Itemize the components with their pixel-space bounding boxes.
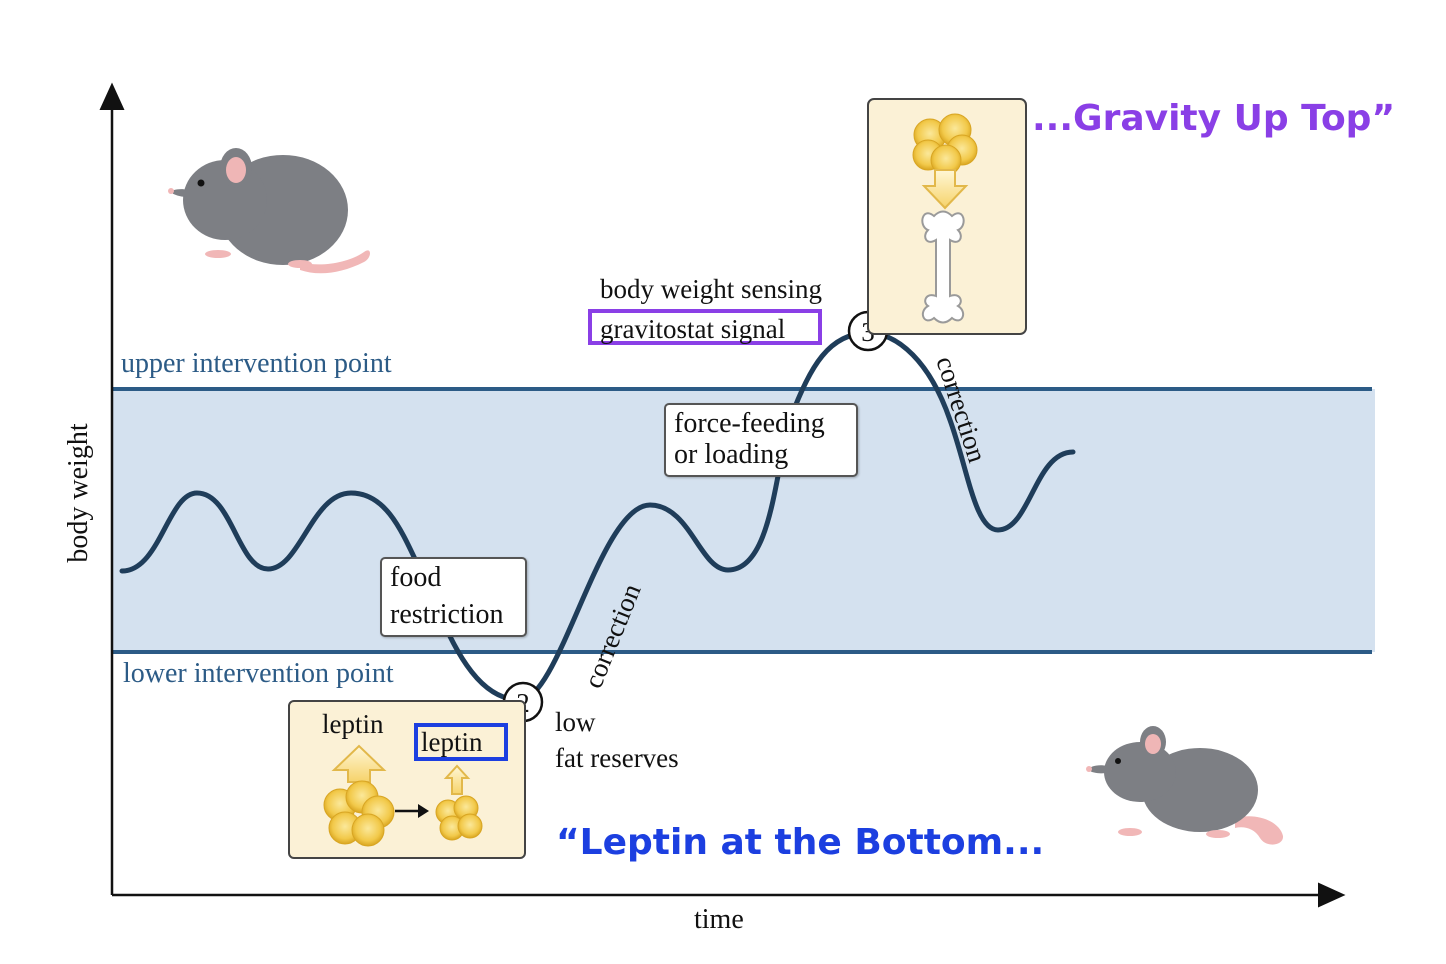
gravitostat-label: gravitostat signal — [600, 314, 786, 344]
headline-bottom: “Leptin at the Bottom... — [556, 822, 1045, 863]
leptin-label-left: leptin — [322, 709, 384, 739]
leptin-label-right: leptin — [421, 727, 483, 757]
headline-top: ...Gravity Up Top” — [1032, 98, 1396, 139]
leptin-box — [288, 700, 526, 859]
sensing-label: body weight sensing — [600, 274, 822, 304]
force-feeding-line-2: or loading — [674, 438, 789, 470]
mouse-lean-icon — [1086, 726, 1284, 845]
body-weight-curve — [119, 330, 1076, 703]
y-axis-label: body weight — [63, 423, 94, 563]
food-restriction-line-1: food — [390, 562, 442, 593]
food-restriction-box: food restriction — [380, 557, 527, 637]
x-axis-label: time — [694, 904, 744, 935]
arrow-right-head-icon — [418, 804, 429, 818]
mouse-fat-icon — [168, 148, 370, 274]
arrow-down-icon — [921, 169, 969, 210]
force-feeding-line-1: force-feeding — [674, 408, 825, 439]
leptin-arrow-up-small-icon — [443, 764, 471, 795]
leptin-arrow-up-large-icon — [331, 744, 387, 783]
upper-intervention-label: upper intervention point — [121, 348, 392, 379]
force-feeding-box: force-feeding or loading — [664, 403, 858, 477]
bone-icon — [921, 210, 965, 324]
bone-box — [867, 98, 1027, 335]
low-fat-label-1: low — [555, 707, 596, 737]
leptin-highlight-box — [414, 723, 508, 761]
lower-intervention-label: lower intervention point — [123, 658, 394, 689]
gravitostat-label-box: gravitostat signal — [588, 309, 822, 345]
food-restriction-line-2: restriction — [390, 598, 504, 630]
fat-cells-large-icon — [323, 780, 395, 847]
fat-cells-small-icon — [435, 795, 483, 841]
low-fat-label-2: fat reserves — [555, 743, 679, 773]
fat-cells-top-icon — [912, 113, 978, 176]
